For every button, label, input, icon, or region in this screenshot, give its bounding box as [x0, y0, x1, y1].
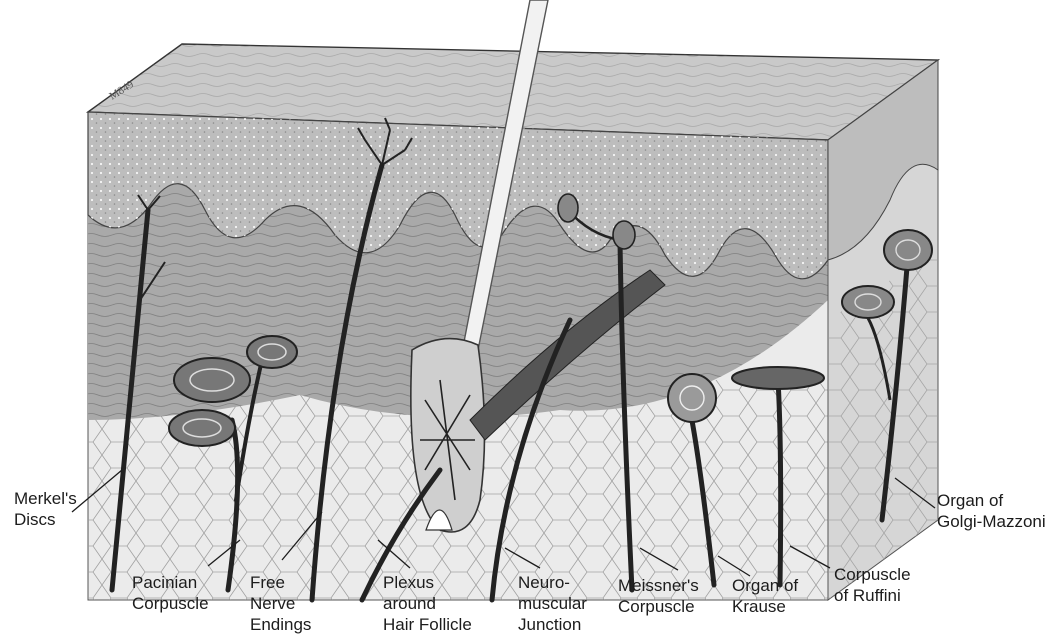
label-corpuscle-of-ruffini: Corpuscle of Ruffini	[834, 564, 911, 606]
label-ruffini-line-1: Corpuscle	[834, 564, 911, 585]
label-krause-line-1: Organ of	[732, 575, 798, 596]
label-merkel-discs: Merkel's Discs	[14, 488, 77, 530]
meissner-corpuscle-2	[613, 221, 635, 249]
label-meissner-line-2: Corpuscle	[618, 596, 699, 617]
label-plexus-hair-follicle: Plexus around Hair Follicle	[383, 572, 472, 635]
label-merkel-line-1: Merkel's	[14, 488, 77, 509]
label-free-nerve-line-2: Nerve	[250, 593, 311, 614]
pacinian-corpuscle-1	[174, 358, 250, 402]
label-golgi-line-1: Organ of	[937, 490, 1046, 511]
label-neuromuscular-junction: Neuro- muscular Junction	[518, 572, 587, 635]
label-plexus-line-3: Hair Follicle	[383, 614, 472, 635]
label-free-nerve-line-1: Free	[250, 572, 311, 593]
label-neuromuscular-line-1: Neuro-	[518, 572, 587, 593]
label-neuromuscular-line-2: muscular	[518, 593, 587, 614]
label-plexus-line-2: around	[383, 593, 472, 614]
label-organ-of-krause: Organ of Krause	[732, 575, 798, 617]
label-neuromuscular-line-3: Junction	[518, 614, 587, 635]
label-pacinian-corpuscle: Pacinian Corpuscle	[132, 572, 209, 614]
label-free-nerve-endings: Free Nerve Endings	[250, 572, 311, 635]
meissner-corpuscle-1	[558, 194, 578, 222]
label-meissner-line-1: Meissner's	[618, 575, 699, 596]
pacinian-corpuscle-2	[169, 410, 235, 446]
krause-organ	[668, 374, 716, 422]
label-pacinian-line-2: Corpuscle	[132, 593, 209, 614]
label-ruffini-line-2: of Ruffini	[834, 585, 911, 606]
golgi-mazzoni-organ-1	[884, 230, 932, 270]
label-krause-line-2: Krause	[732, 596, 798, 617]
ruffini-corpuscle	[732, 367, 824, 389]
label-golgi-line-2: Golgi-Mazzoni	[937, 511, 1046, 532]
label-free-nerve-line-3: Endings	[250, 614, 311, 635]
label-pacinian-line-1: Pacinian	[132, 572, 209, 593]
pacinian-corpuscle-3	[247, 336, 297, 368]
label-plexus-line-1: Plexus	[383, 572, 472, 593]
golgi-mazzoni-organ-2	[842, 286, 894, 318]
label-organ-of-golgi-mazzoni: Organ of Golgi-Mazzoni	[937, 490, 1046, 532]
label-meissner-corpuscle: Meissner's Corpuscle	[618, 575, 699, 617]
label-merkel-line-2: Discs	[14, 509, 77, 530]
